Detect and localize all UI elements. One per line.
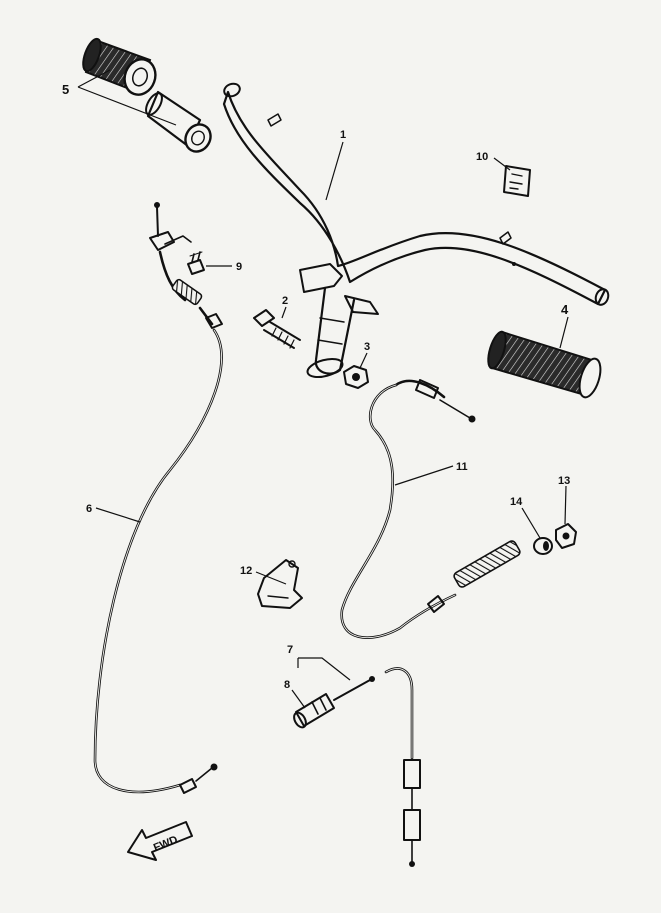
callout-2-label: 2	[282, 295, 288, 307]
callout-8: 8	[284, 679, 306, 709]
callout-10-label: 10	[476, 151, 488, 163]
cable-adjuster	[293, 676, 375, 729]
callout-2: 2	[281, 295, 288, 319]
callout-7: 7	[287, 644, 351, 681]
callout-11-label: 11	[456, 461, 468, 473]
callout-11: 11	[394, 461, 468, 486]
handlebar	[222, 82, 610, 379]
fwd-arrow: FWD	[127, 821, 193, 861]
callout-14-label: 14	[510, 496, 523, 508]
nut	[343, 365, 369, 389]
label-plate	[503, 165, 531, 197]
callout-12-label: 12	[240, 565, 252, 577]
grip-left	[487, 330, 602, 399]
lower-cable	[384, 667, 421, 867]
grip-right	[82, 37, 157, 96]
throttle-tube	[145, 90, 212, 153]
clutch-cable	[340, 379, 521, 639]
fwd-arrow-label: FWD	[152, 834, 180, 855]
callout-12: 12	[240, 565, 287, 585]
callout-13-label: 13	[558, 475, 570, 487]
clutch-nut	[555, 523, 577, 549]
callout-9: 9	[206, 261, 242, 273]
bolt	[253, 309, 301, 349]
bracket	[257, 559, 303, 609]
callout-9-label: 9	[236, 261, 242, 273]
callout-6-label: 6	[86, 503, 92, 515]
callout-4: 4	[559, 302, 569, 349]
callout-5: 5	[62, 69, 177, 126]
screw	[187, 251, 205, 275]
callout-1: 1	[325, 129, 346, 201]
callout-5-label: 5	[62, 82, 69, 97]
callout-14: 14	[510, 496, 541, 539]
callout-4-label: 4	[561, 302, 569, 317]
callout-10: 10	[476, 151, 511, 171]
throttle-cable	[93, 202, 223, 794]
callout-6: 6	[86, 503, 141, 523]
clutch-washer	[533, 537, 553, 555]
callout-8-label: 8	[284, 679, 290, 691]
callout-1-label: 1	[340, 129, 346, 141]
callout-7-label: 7	[287, 644, 293, 656]
callout-3: 3	[359, 341, 370, 369]
callout-13: 13	[558, 475, 570, 525]
callout-3-label: 3	[364, 341, 370, 353]
